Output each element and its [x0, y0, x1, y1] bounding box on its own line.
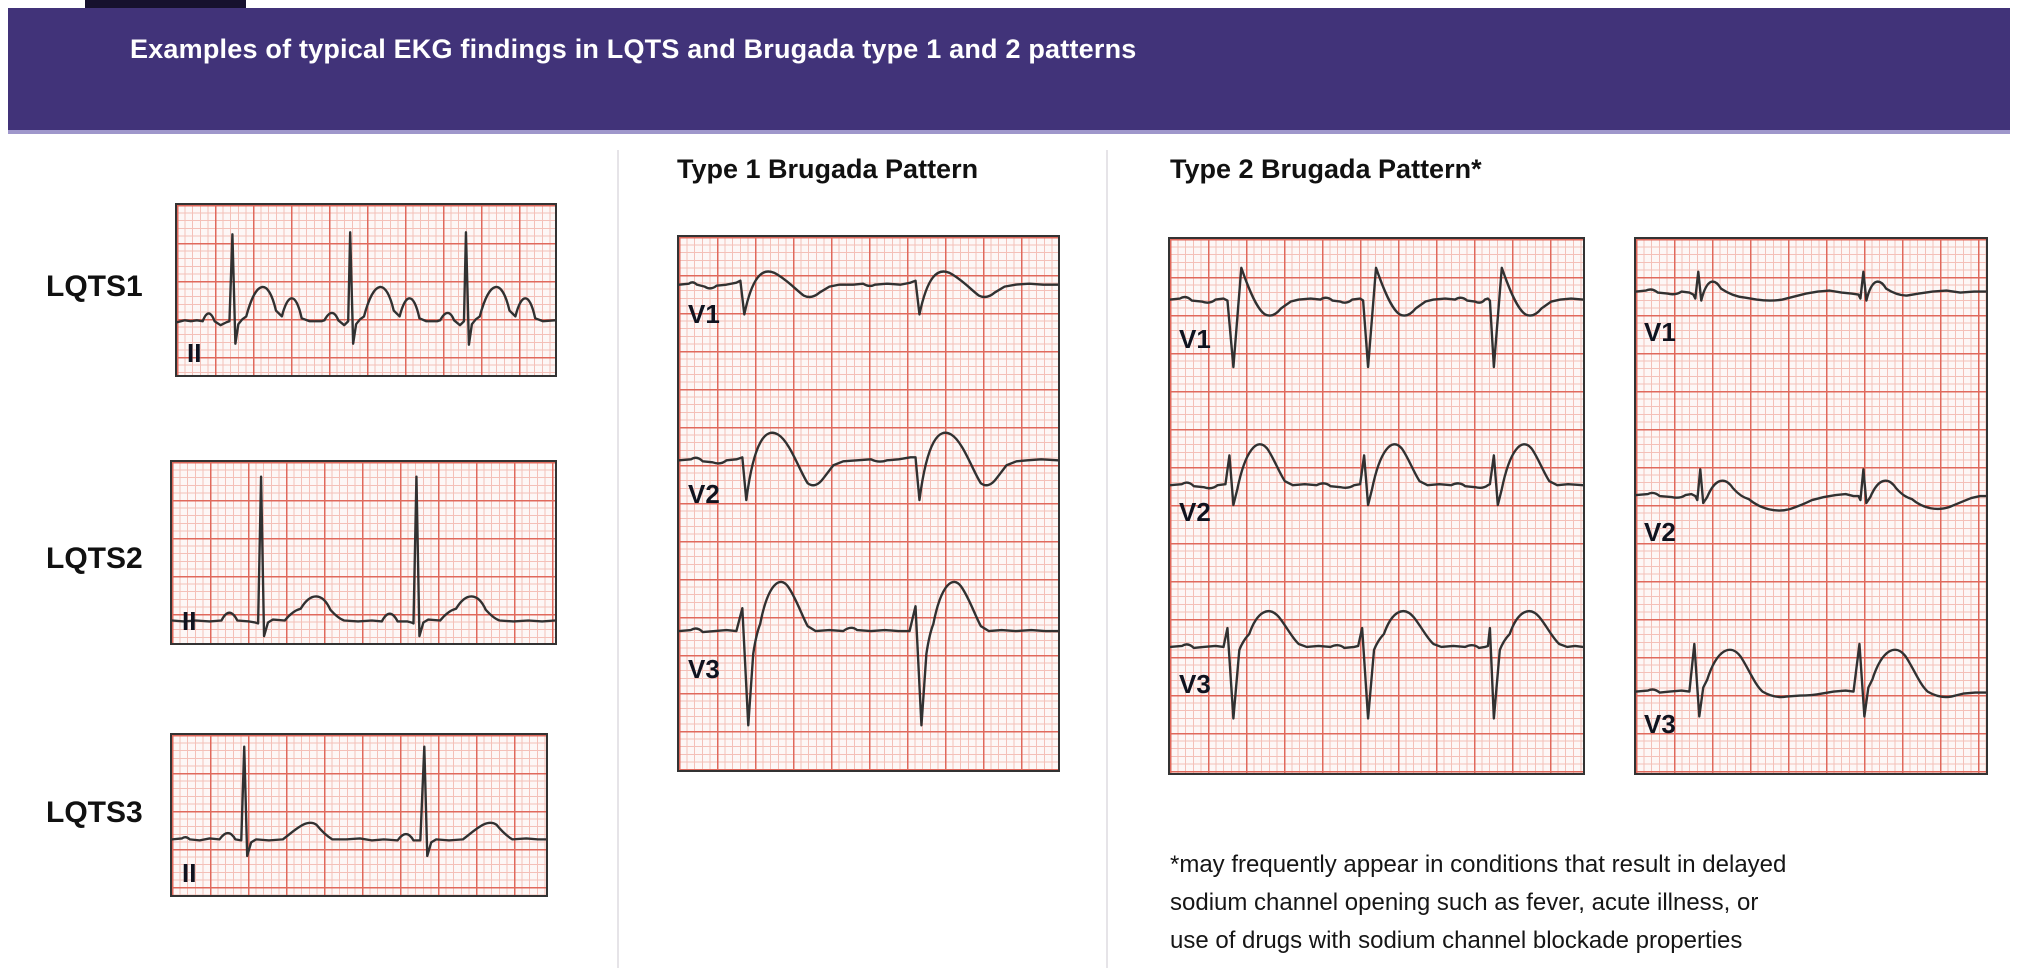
lqts1-ecg-strip: II: [175, 203, 557, 377]
column-divider-right: [1106, 150, 1108, 968]
lqts3-waveform: [172, 745, 546, 858]
type2-heading: Type 2 Brugada Pattern*: [1170, 154, 1482, 184]
type2a-v2-trace: [1170, 443, 1583, 507]
type2a-v1-trace: [1170, 266, 1583, 369]
type1-v3-trace: [679, 580, 1058, 727]
type1-v2-trace: [679, 431, 1058, 502]
type2-ecg-panel-a: V1 V2 V3: [1168, 237, 1585, 775]
figure-title: Examples of typical EKG findings in LQTS…: [130, 34, 1137, 64]
lqts2-label: LQTS2: [46, 542, 143, 575]
column-divider-left: [617, 150, 619, 968]
lead-label-ii: II: [187, 338, 202, 368]
lead-label-v1: V1: [1644, 317, 1676, 347]
lead-label-v2: V2: [688, 479, 720, 509]
footnote-line: use of drugs with sodium channel blockad…: [1170, 927, 1743, 954]
type2b-v1-trace: [1636, 270, 1986, 302]
type2b-v2-trace: [1636, 468, 1986, 512]
type2b-waveforms: [1636, 270, 1986, 718]
lqts1-trace: [177, 231, 555, 346]
lead-label-v2: V2: [1179, 497, 1211, 527]
title-bar: Examples of typical EKG findings in LQTS…: [8, 8, 2010, 134]
lqts3-trace: [172, 745, 546, 858]
type1-heading: Type 1 Brugada Pattern: [677, 154, 979, 184]
type1-waveforms: [679, 270, 1058, 727]
type2-footnote: *may frequently appear in conditions tha…: [1170, 846, 1870, 960]
lead-label-v1: V1: [688, 299, 720, 329]
type2-ecg-panel-b: V1 V2 V3: [1634, 237, 1988, 775]
lqts1-label: LQTS1: [46, 270, 143, 303]
lead-label-v2: V2: [1644, 517, 1676, 547]
lead-label-v3: V3: [1179, 669, 1211, 699]
lead-label-ii: II: [182, 858, 197, 888]
type1-ecg-panel: V1 V2 V3: [677, 235, 1060, 772]
footnote-line: *may frequently appear in conditions tha…: [1170, 851, 1787, 878]
lqts2-ecg-strip: II: [170, 460, 557, 645]
lead-label-v3: V3: [1644, 709, 1676, 739]
lead-label-v3: V3: [688, 654, 720, 684]
lqts1-waveform: [177, 231, 555, 346]
lqts2-trace: [172, 475, 555, 638]
type2a-v3-trace: [1170, 610, 1583, 720]
top-edge-artifact: [85, 0, 246, 11]
type2a-waveforms: [1170, 266, 1583, 720]
type1-v1-trace: [679, 270, 1058, 316]
lqts2-waveform: [172, 475, 555, 638]
lead-label-v1: V1: [1179, 324, 1211, 354]
lead-label-ii: II: [182, 606, 197, 636]
type2b-v3-trace: [1636, 642, 1986, 718]
lqts3-ecg-strip: II: [170, 733, 548, 897]
footnote-line: sodium channel opening such as fever, ac…: [1170, 889, 1759, 916]
lqts3-label: LQTS3: [46, 796, 143, 829]
